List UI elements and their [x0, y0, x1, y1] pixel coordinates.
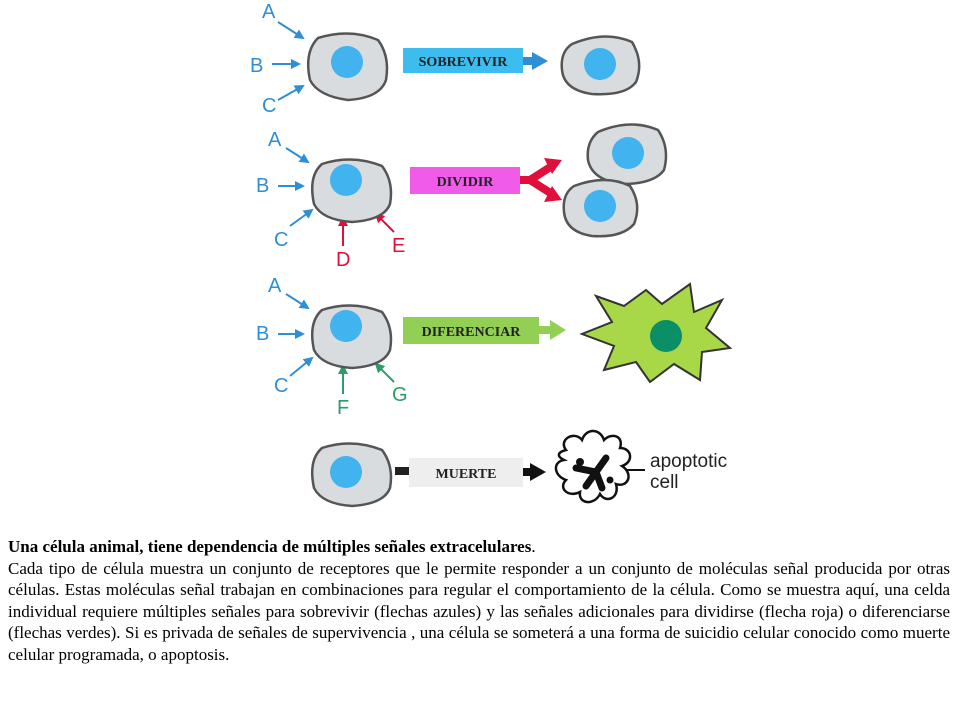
apoptotic-label-line2: cell — [650, 472, 679, 493]
action-box-survive — [403, 48, 523, 73]
caption: Una célula animal, tiene dependencia de … — [8, 536, 950, 666]
row-divide: A B C D E DIVIDIR — [256, 123, 668, 271]
action-label-divide: DIVIDIR — [437, 175, 495, 190]
daughter-cell-bottom-nucleus — [584, 190, 616, 222]
signal-arrow-a — [285, 293, 310, 310]
signal-label-b: B — [256, 323, 269, 345]
result-arrowhead-divide-up — [544, 158, 562, 174]
apoptotic-fragment-dot — [576, 458, 584, 466]
action-box-divide — [410, 167, 520, 194]
death-dash — [395, 467, 409, 475]
action-box-differentiate — [403, 317, 539, 344]
row-survive: A B C SOBREVIVIR — [250, 1, 641, 117]
signal-arrow-c — [277, 85, 305, 101]
caption-title-text: Una célula animal, tiene dependencia de … — [8, 537, 532, 556]
signal-arrow-a — [277, 21, 305, 40]
caption-body: Cada tipo de célula muestra un conjunto … — [8, 558, 950, 664]
cell-nucleus — [330, 456, 362, 488]
signal-label-b: B — [250, 55, 263, 77]
signal-arrow-g — [374, 362, 395, 383]
result-arrowhead-survive — [532, 52, 548, 70]
signal-arrow-a — [285, 147, 310, 164]
signal-label-e: E — [392, 235, 405, 257]
signal-label-d: D — [336, 249, 350, 271]
result-arrowhead-divide-down — [544, 186, 562, 202]
apoptotic-label-line1: apoptotic — [650, 451, 727, 472]
signal-label-a: A — [268, 129, 282, 151]
signal-label-c: C — [274, 229, 288, 251]
apoptotic-fragment-dot — [606, 476, 614, 484]
signal-label-a: A — [268, 275, 282, 297]
cell-signals-diagram: A B C SOBREVIVIR A B C D E DIVIDIR — [250, 1, 733, 508]
row-differentiate: A B C F G DIFERENCIAR — [256, 275, 733, 419]
signal-label-f: F — [337, 397, 349, 419]
result-arrow-divide-fork — [526, 162, 556, 198]
cell-nucleus — [330, 164, 362, 196]
daughter-cell-top-nucleus — [612, 137, 644, 169]
signal-arrow-c — [289, 208, 314, 227]
cell-nucleus — [331, 46, 363, 78]
signal-label-c: C — [262, 95, 276, 117]
surviving-cell-nucleus — [584, 48, 616, 80]
signal-label-a: A — [262, 1, 276, 23]
signal-label-b: B — [256, 175, 269, 197]
cell-nucleus — [330, 310, 362, 342]
caption-title: Una célula animal, tiene dependencia de … — [8, 536, 950, 558]
signal-arrow-c — [289, 356, 314, 377]
action-label-differentiate: DIFERENCIAR — [422, 325, 522, 340]
signal-label-g: G — [392, 384, 408, 406]
action-label-survive: SOBREVIVIR — [419, 55, 509, 70]
signal-label-c: C — [274, 375, 288, 397]
apoptotic-cell-outline — [554, 429, 632, 504]
caption-title-end: . — [531, 537, 536, 556]
result-arrowhead-death — [530, 463, 546, 481]
row-death: MUERTE apoptotic cell — [311, 429, 727, 508]
action-box-death — [409, 458, 523, 487]
differentiated-cell-nucleus — [650, 320, 682, 352]
action-label-death: MUERTE — [436, 467, 497, 482]
result-arrowhead-differentiate — [550, 320, 566, 340]
apoptotic-cell-fragments — [572, 454, 610, 492]
